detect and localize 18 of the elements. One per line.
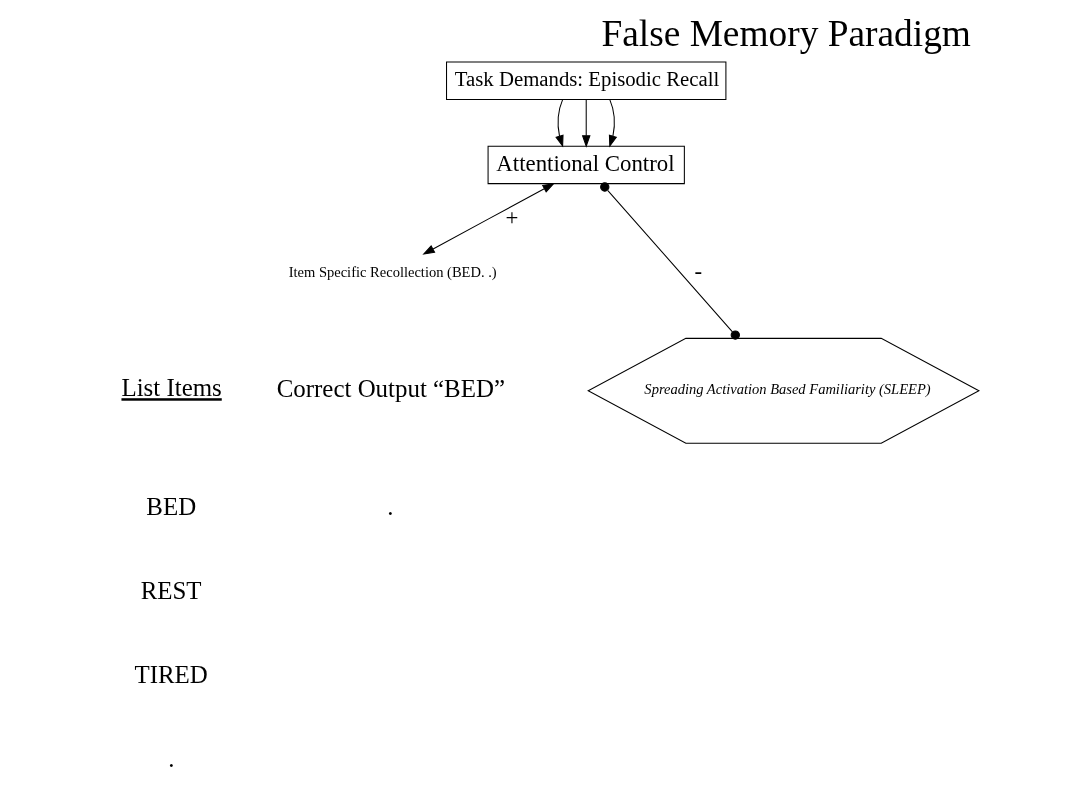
label: Correct Output “BED” — [276, 375, 505, 403]
label: . — [168, 745, 175, 773]
arrow — [555, 99, 564, 148]
label: TIRED — [134, 661, 208, 689]
node-box: Task Demands: Episodic Recall — [446, 61, 727, 100]
label: REST — [140, 577, 202, 605]
edge-label: + — [505, 204, 519, 230]
edge-label: - — [694, 258, 703, 284]
label: BED — [146, 493, 197, 521]
label: . — [387, 493, 394, 521]
arrow — [422, 182, 555, 255]
node-text: Item Specific Recollection (BED. .) — [288, 263, 497, 280]
diagram-title: False Memory Paradigm — [601, 13, 971, 55]
node-box: Attentional Control — [487, 145, 685, 185]
label: List Items — [121, 374, 222, 402]
arrow — [581, 99, 591, 148]
connector — [600, 182, 740, 340]
arrow — [608, 99, 618, 148]
